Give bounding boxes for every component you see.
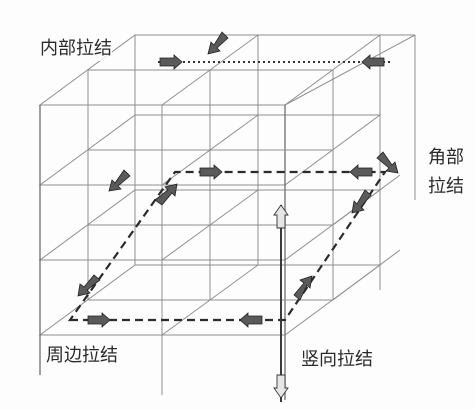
vertical-tie-line bbox=[273, 204, 289, 402]
peripheral-arrow-front-1 bbox=[87, 312, 111, 328]
building-frame bbox=[38, 34, 416, 400]
roof-right-edge bbox=[284, 34, 416, 106]
vertical-tie-arrow-down bbox=[273, 374, 289, 399]
corner-tie-label-line1: 角部 bbox=[428, 146, 464, 170]
interior-beams bbox=[88, 34, 401, 336]
peripheral-arrow-left-2 bbox=[154, 183, 178, 206]
internal-tie-arrow-left bbox=[361, 54, 385, 70]
peripheral-arrow-back-2 bbox=[349, 164, 373, 180]
vertical-tie-arrow-up bbox=[273, 204, 289, 229]
vertical-tie-label: 竖向拉结 bbox=[301, 348, 373, 372]
peripheral-arrow-left-1 bbox=[77, 274, 101, 297]
corner-arrow-left bbox=[108, 169, 131, 192]
peripheral-tie-line bbox=[67, 164, 388, 328]
corner-tie-arrows bbox=[108, 151, 399, 192]
internal-tie-arrow-right bbox=[159, 54, 183, 70]
peripheral-arrow-right-2 bbox=[351, 189, 372, 214]
peripheral-arrow-right-1 bbox=[293, 275, 313, 301]
corner-tie-label-line2: 拉结 bbox=[428, 175, 464, 199]
internal-tie-line bbox=[158, 31, 392, 70]
peripheral-arrow-back-1 bbox=[199, 164, 223, 180]
internal-tie-arrow-diagonal bbox=[207, 31, 229, 55]
internal-tie-label: 内部拉结 bbox=[40, 37, 112, 61]
corner-arrow-right bbox=[376, 151, 399, 174]
peripheral-tie-label: 周边拉结 bbox=[46, 344, 118, 368]
peripheral-arrow-front-2 bbox=[239, 312, 263, 328]
